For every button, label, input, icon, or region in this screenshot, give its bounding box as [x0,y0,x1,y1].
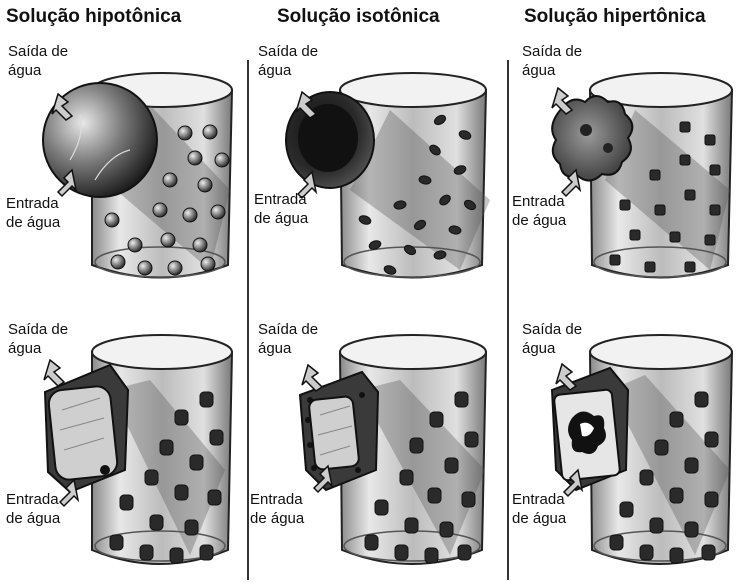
plasmolyzed-plant-cell-icon [552,368,628,490]
column-divider-1 [247,60,249,580]
label-entrada-3: Entrada de água [512,192,566,230]
normal-plant-cell-icon [300,372,378,490]
label-saida-3: Saída de água [522,42,582,80]
hypotonic-plant-beaker [0,320,245,583]
title-hypertonic: Solução hipertônica [524,6,706,28]
label-saida-6: Saída de água [522,320,582,358]
arrow-out-icon [44,360,64,386]
title-hypotonic: Solução hipotônica [6,6,181,28]
label-entrada-6: Entrada de água [512,490,566,528]
title-isotonic: Solução isotônica [277,6,440,28]
isotonic-plant-beaker [250,320,505,583]
label-saida-4: Saída de água [8,320,68,358]
label-entrada-5: Entrada de água [250,490,304,528]
label-entrada-1: Entrada de água [6,194,60,232]
label-saida-5: Saída de água [258,320,318,358]
column-divider-2 [507,60,509,580]
hypertonic-plant-beaker [510,320,745,583]
arrow-out-icon [302,365,322,391]
label-entrada-4: Entrada de água [6,490,60,528]
label-saida-1: Saída de água [8,42,68,80]
label-entrada-2: Entrada de água [254,190,308,228]
arrow-out-icon [556,364,576,390]
label-saida-2: Saída de água [258,42,318,80]
